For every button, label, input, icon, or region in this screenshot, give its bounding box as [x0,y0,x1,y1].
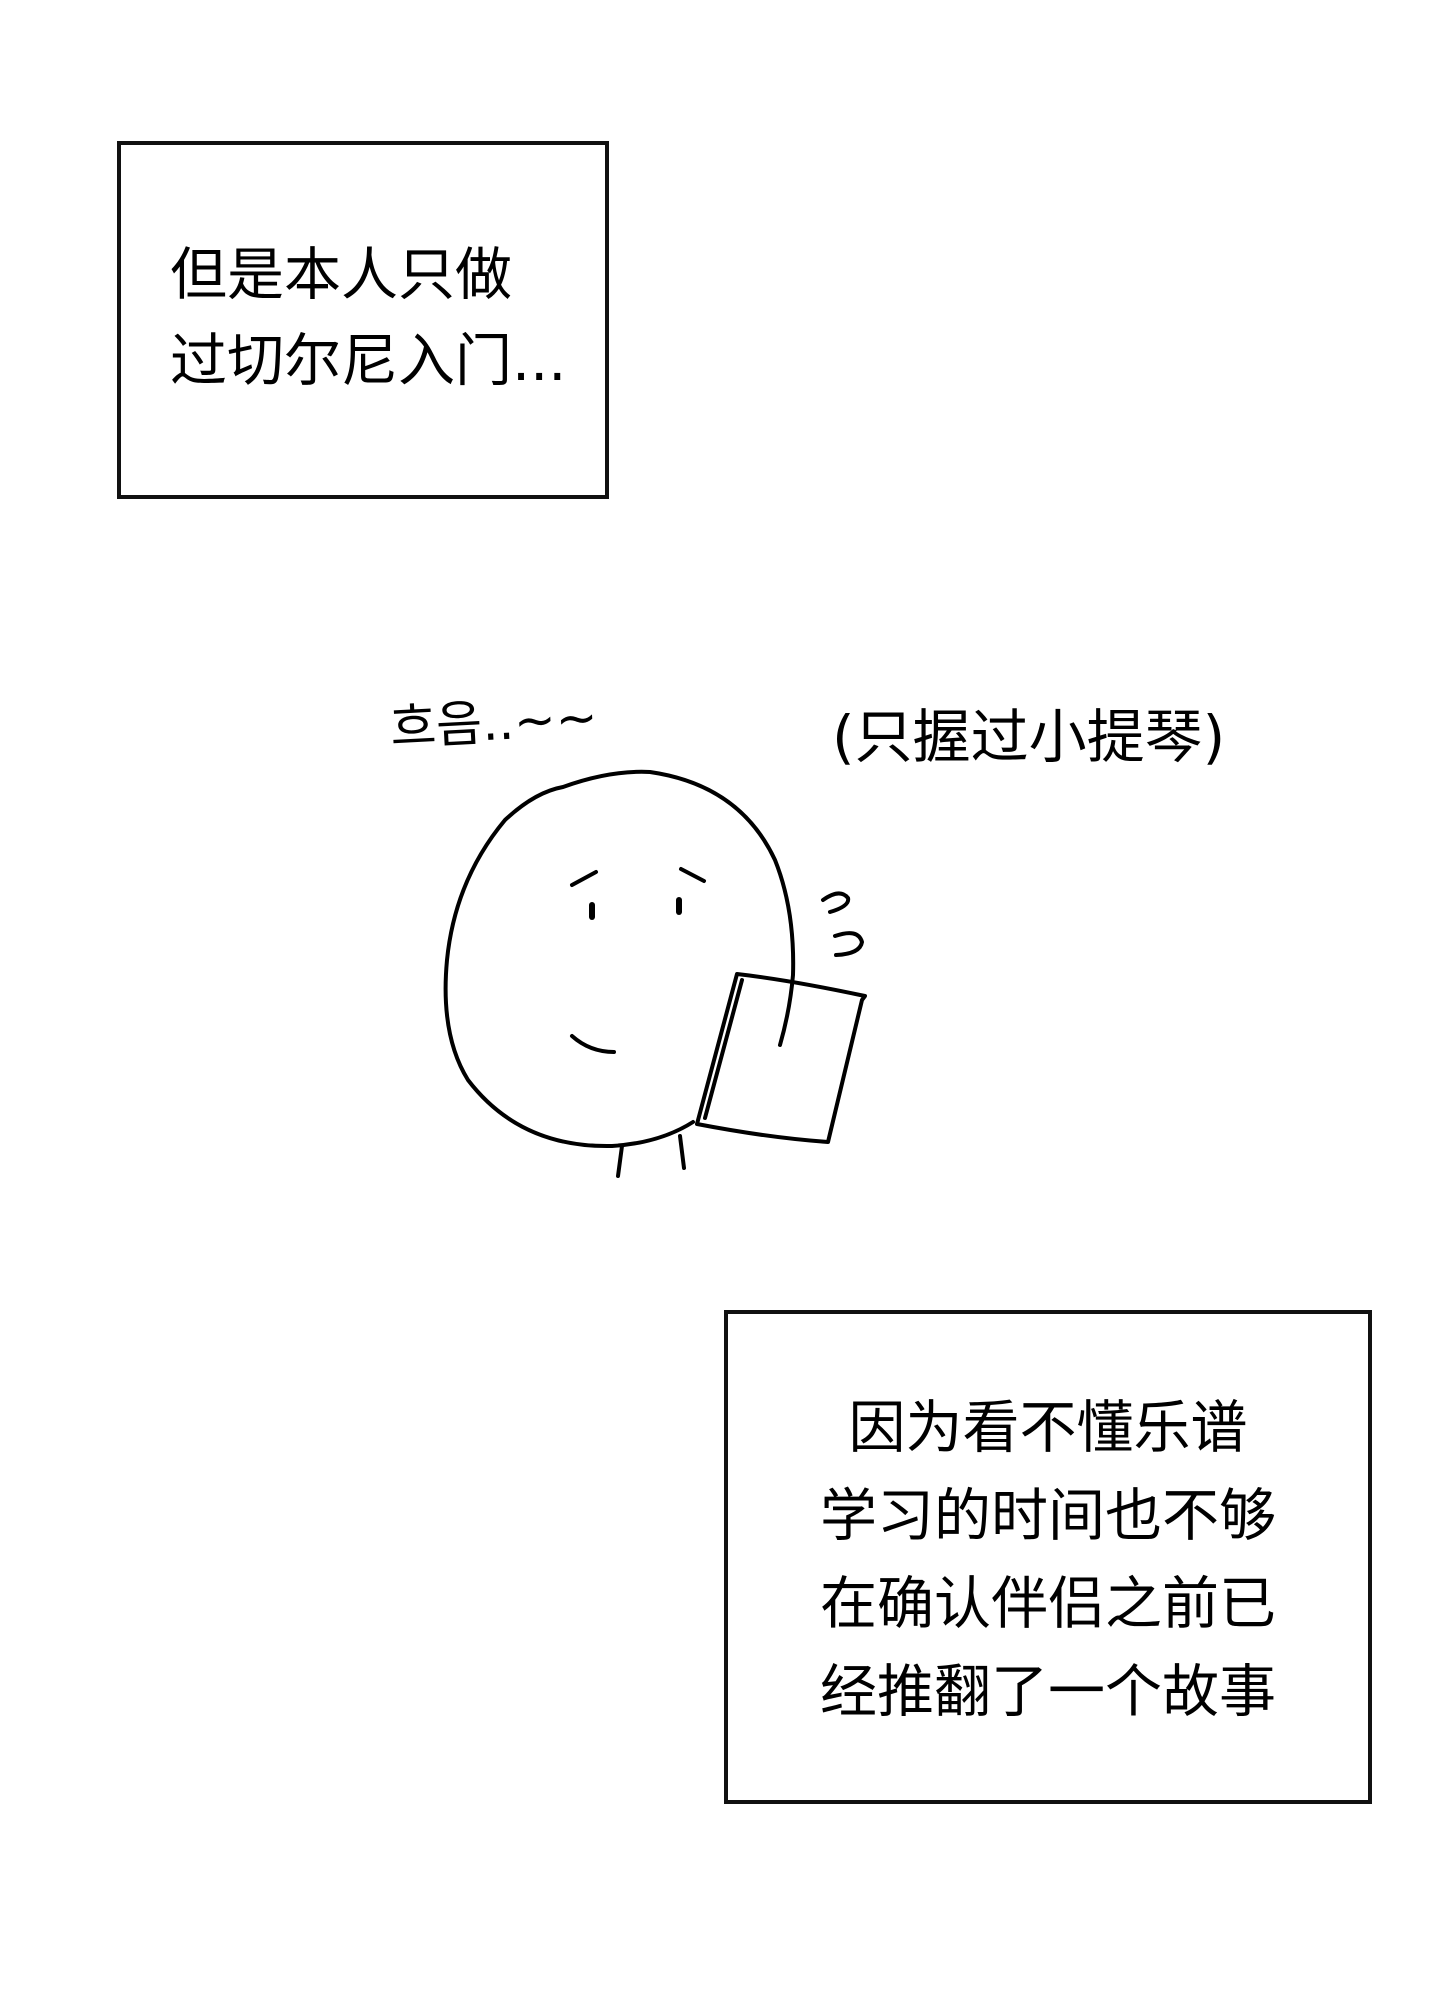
caption-line: 但是本人只做 [170,242,512,308]
caption-line: 学习的时间也不够 [820,1483,1276,1549]
right-eyebrow [679,867,706,883]
left-eyebrow [570,870,598,887]
neck-left [616,1144,624,1178]
caption-box-top [117,141,609,499]
caption-box-bottom [724,1310,1372,1804]
caption-line: 在确认伴侣之前已 [820,1571,1276,1637]
head-outline [443,769,796,1149]
neck-right [678,1134,686,1170]
caption-text-top: 但是本人只做 过切尔尼入门... [170,232,566,404]
confused-swirl-icon [833,931,864,957]
smile [570,1034,616,1054]
caption-text-bottom: 因为看不懂乐谱 学习的时间也不够 在确认伴侣之前已 经推翻了一个故事 [724,1384,1372,1736]
book [695,972,867,1144]
caption-line: 过切尔尼入门... [170,328,567,394]
caption-line: 因为看不懂乐谱 [848,1395,1248,1461]
sound-effect-text: 흐음..~~ [388,688,600,757]
confused-swirl-icon [821,891,851,914]
aside-text: (只握过小提琴) [832,703,1226,771]
caption-line: 经推翻了一个故事 [820,1659,1276,1725]
